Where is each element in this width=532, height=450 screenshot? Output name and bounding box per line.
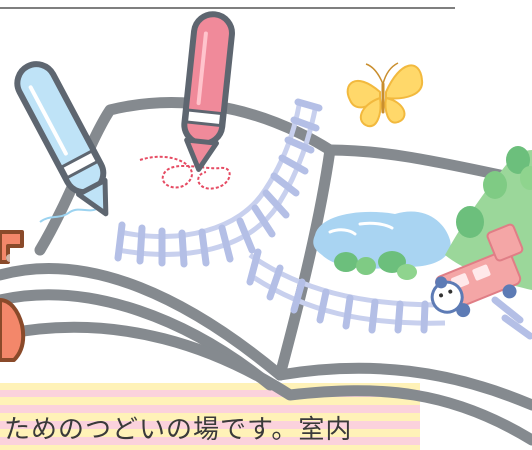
railway-track-icon [114,98,532,340]
blue-crayon-icon [14,61,109,217]
title-glyph-fragment [0,230,26,362]
blue-scribble [39,207,99,223]
pink-scribble [139,155,231,190]
open-book-icon [0,97,532,446]
butterfly-icon [346,62,424,128]
caption-band [0,383,420,450]
pink-crayon-icon [181,11,235,172]
caption-text: ためのつどいの場です。室内 [4,415,353,445]
train-icon [430,223,524,318]
